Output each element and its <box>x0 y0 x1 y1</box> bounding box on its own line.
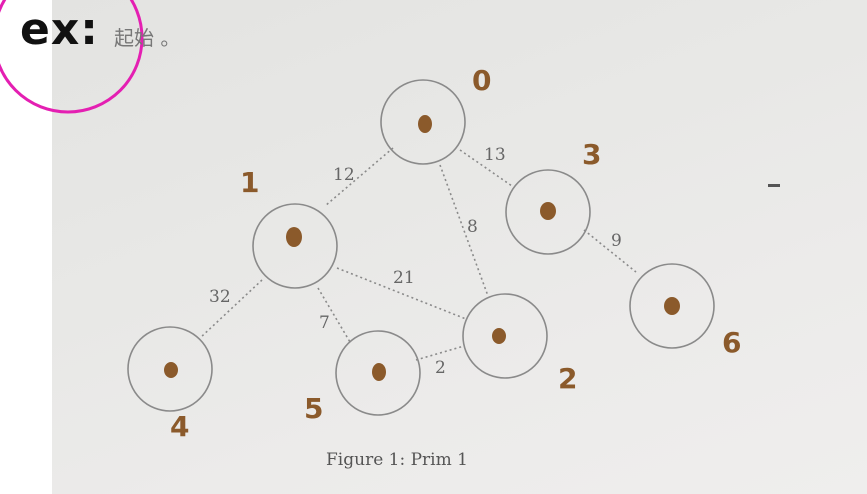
ex-label: ex: <box>20 4 99 55</box>
edge-b-g <box>317 287 351 343</box>
edge-a-d <box>459 149 513 187</box>
edge-weight-a-e: 8 <box>467 217 478 237</box>
edge-weight-a-d: 13 <box>484 145 506 165</box>
edge-g-e <box>415 345 465 361</box>
node-g-circle <box>335 330 421 416</box>
edge-b-f <box>199 279 263 339</box>
edge-weight-b-e: 21 <box>393 268 415 288</box>
node-c-number: 6 <box>722 326 741 359</box>
node-e-circle <box>462 293 548 379</box>
node-b-number: 1 <box>240 166 259 199</box>
node-c-circle <box>629 263 715 349</box>
edge-weight-b-g: 7 <box>319 313 330 333</box>
node-d-number: 3 <box>582 138 601 171</box>
dash-mark <box>768 184 780 187</box>
node-g-number: 5 <box>304 392 323 425</box>
node-b-circle <box>252 203 338 289</box>
edge-d-c <box>583 229 637 273</box>
edge-weight-g-e: 2 <box>435 358 446 378</box>
node-c-mark <box>664 297 680 315</box>
node-f-mark <box>164 362 178 378</box>
edge-weight-a-b: 12 <box>333 165 355 185</box>
node-a-mark <box>418 115 432 133</box>
edge-a-e <box>439 164 489 297</box>
edge-weight-b-f: 32 <box>209 287 231 307</box>
node-a-number: 0 <box>472 64 491 97</box>
edge-weight-d-c: 9 <box>611 231 622 251</box>
node-d-circle <box>505 169 591 255</box>
paper-background <box>52 0 867 494</box>
start-text: 起始 。 <box>114 26 181 50</box>
node-d-mark <box>540 202 556 220</box>
figure-caption: Figure 1: Prim 1 <box>326 450 468 470</box>
node-g-mark <box>372 363 386 381</box>
node-e-number: 2 <box>558 362 577 395</box>
edges-group <box>199 147 637 361</box>
node-b-mark <box>286 227 302 247</box>
node-e-mark <box>492 328 506 344</box>
edge-b-e <box>336 267 467 320</box>
highlight-circle <box>0 0 144 114</box>
node-f-number: 4 <box>170 410 189 443</box>
node-a-circle <box>380 79 466 165</box>
node-f-circle <box>127 326 213 412</box>
